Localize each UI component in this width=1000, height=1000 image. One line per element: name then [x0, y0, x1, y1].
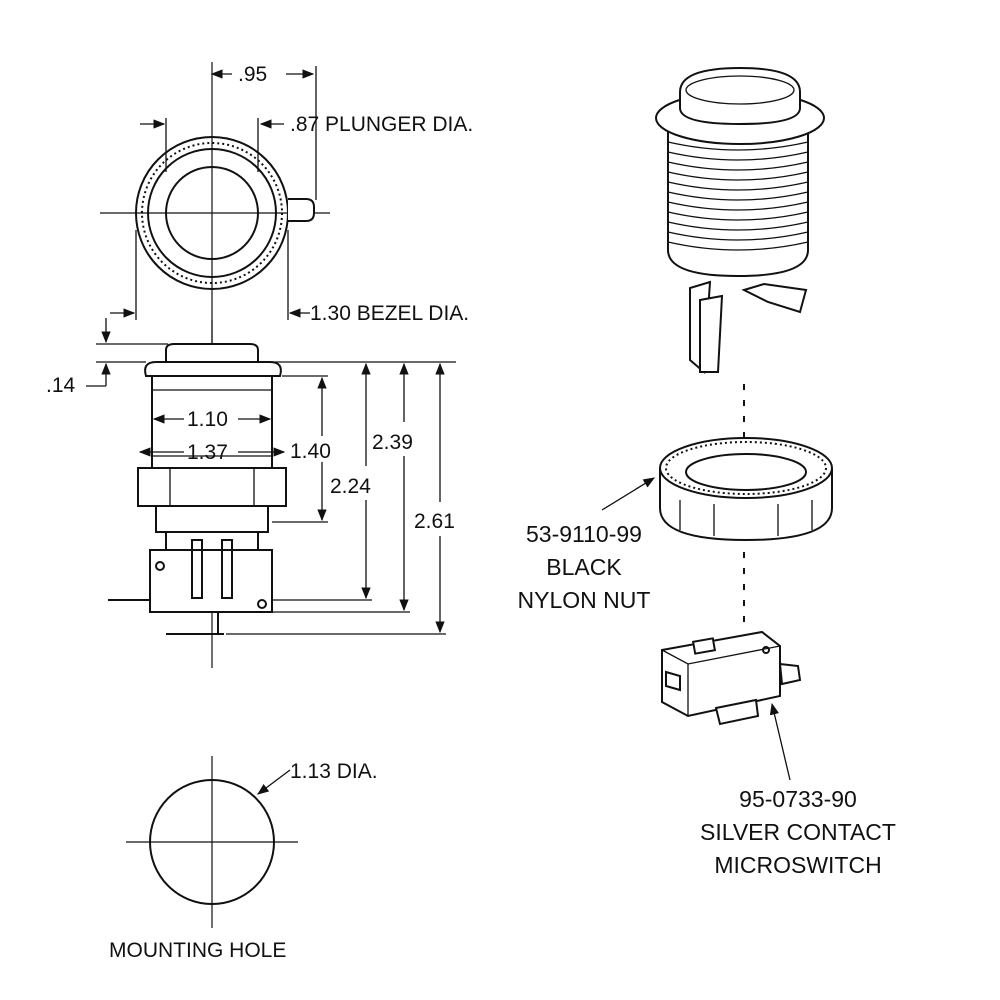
bezel-flange [144, 361, 282, 377]
dim-110-label: 1.10 [187, 408, 228, 431]
width-dim-label: .95 [238, 63, 267, 86]
mounting-hole-view [126, 756, 298, 928]
pushbutton-leg [699, 294, 724, 373]
microswitch-side-lever [665, 670, 681, 692]
switch-desc-line1: SILVER CONTACT [700, 819, 896, 845]
bezel-thickness-label: .14 [46, 374, 76, 397]
pushbutton-tab [741, 282, 808, 314]
bezel-inner-circle [147, 148, 277, 278]
dim-261-label: 2.61 [414, 510, 455, 533]
exploded-view [601, 66, 833, 781]
microswitch-terminal [778, 662, 802, 686]
microswitch-housing [661, 630, 781, 718]
dim-137-label: 1.37 [187, 441, 228, 464]
microswitch-screw-hole [762, 646, 770, 654]
microswitch-terminal [714, 698, 760, 726]
threaded-body [151, 375, 273, 469]
nylon-nut [659, 437, 833, 542]
switch-part-number: 95-0733-90 [739, 786, 857, 812]
hole-dia-leader [257, 769, 291, 795]
switch-screw-hole [257, 599, 267, 609]
switch-leg-front [221, 549, 233, 599]
bezel-tab [288, 198, 315, 222]
pushbutton-plunger [679, 66, 801, 126]
nut-desc-line2: NYLON NUT [518, 587, 651, 613]
mounting-hole-caption: MOUNTING HOLE [109, 939, 286, 962]
nut-leader [601, 477, 655, 511]
switch-desc-line2: MICROSWITCH [714, 852, 881, 878]
thread-lines [667, 141, 809, 251]
switch-holder [165, 531, 259, 551]
dim-224-label: 2.24 [330, 475, 371, 498]
hex-nut [137, 467, 287, 507]
nut-bore [685, 453, 807, 491]
lower-collar [155, 505, 269, 533]
plunger-circle [165, 166, 259, 260]
switch-leg-front [191, 549, 203, 599]
side-view [86, 318, 456, 668]
mounting-hole-dia-label: 1.13 DIA. [290, 760, 378, 783]
plunger-dia-label: .87 PLUNGER DIA. [290, 113, 473, 136]
nut-knurl-ring [665, 441, 827, 495]
plunger-top-face [685, 75, 795, 105]
nut-part-number: 53-9110-99 [526, 521, 642, 547]
plunger-cap [165, 343, 259, 363]
microswitch-body [149, 549, 273, 613]
top-view [100, 62, 330, 350]
bezel-dia-label: 1.30 BEZEL DIA. [310, 302, 469, 325]
microswitch [661, 630, 802, 726]
nut-desc-line1: BLACK [546, 554, 622, 580]
pushbutton-assembly [655, 66, 825, 375]
switch-leader [769, 702, 791, 781]
microswitch-actuator [691, 637, 717, 655]
switch-screw-hole [155, 561, 165, 571]
dim-140-label: 1.40 [290, 440, 331, 463]
bezel-knurl-ring [141, 142, 283, 284]
dim-239-label: 2.39 [372, 431, 413, 454]
